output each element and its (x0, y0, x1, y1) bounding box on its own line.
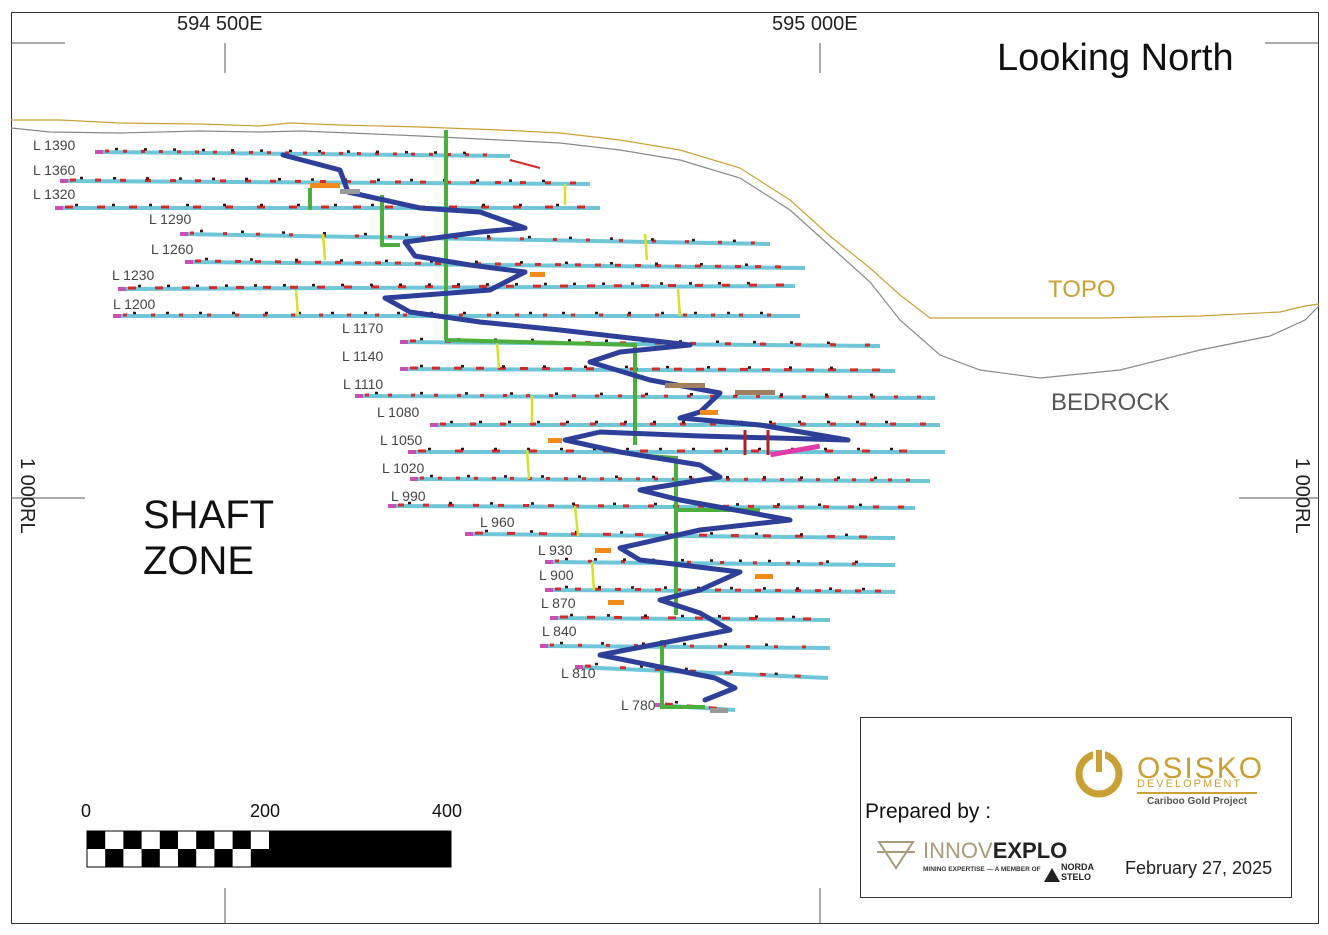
crosscut-raise (321, 233, 327, 261)
ore-intercepts (549, 643, 821, 649)
bedrock-line (10, 127, 1320, 379)
zone-label-line1: SHAFT (143, 493, 275, 537)
drift-line (539, 644, 831, 650)
scale-bar-solid (269, 831, 451, 867)
ore-intercepts (559, 615, 821, 621)
drift-line (179, 232, 771, 246)
scale-tick-200: 200 (250, 801, 281, 821)
level-label: L 990 (391, 488, 426, 504)
ore-intercepts (127, 283, 786, 290)
innovexplo-name: INNOVEXPLO (923, 838, 1067, 864)
level-label: L 1200 (113, 296, 156, 312)
ore-intercepts-dark (419, 364, 866, 370)
level-label: L 1230 (112, 267, 155, 283)
level-label: L 1050 (380, 432, 423, 448)
ore-intercepts (474, 531, 886, 539)
level-label: L 1390 (33, 137, 76, 153)
scale-bar-cell (232, 831, 251, 849)
osisko-sub: DEVELOPMENT (1137, 778, 1243, 790)
topo-line (11, 119, 1320, 319)
scale-bar-cell (87, 831, 106, 849)
level-label: L 1320 (33, 186, 76, 202)
project-name: Cariboo Gold Project (1147, 796, 1248, 807)
ore-intercepts (554, 559, 886, 566)
ore-intercepts-dark (569, 613, 801, 619)
ore-intercepts (364, 393, 926, 399)
ore-intercepts (419, 476, 921, 482)
drift-line (409, 477, 931, 483)
ore-intercepts (397, 503, 906, 509)
level-label: L 1140 (342, 348, 384, 364)
crosscut-raise (294, 289, 300, 317)
innovexplo-part-a: INNOV (923, 838, 993, 863)
scale-bar-cell (105, 849, 124, 867)
scale-bar-cell (214, 849, 233, 867)
scale-bar-cell (250, 849, 269, 867)
drift-line (574, 665, 829, 680)
easting-label-594500: 594 500E (177, 13, 263, 35)
zone-label-line2: ZONE (143, 539, 255, 583)
level-label: L 1080 (377, 404, 420, 420)
crosscut-raise (643, 233, 649, 261)
ore-intercepts (554, 587, 886, 593)
accents (310, 159, 821, 713)
scale-bar-cell (178, 849, 197, 867)
drift-line (94, 150, 511, 158)
level-label: L 780 (621, 697, 656, 713)
ore-intercepts-dark (484, 529, 866, 537)
level-label: L 1020 (382, 460, 425, 476)
innovexplo-part-b: EXPLO (992, 838, 1068, 863)
level-label: L 1110 (343, 376, 384, 392)
map-frame (11, 12, 1319, 924)
ore-intercepts-dark (137, 281, 766, 288)
scale-bar-cell (196, 831, 215, 849)
level-label: L 810 (561, 665, 596, 681)
scale-bar-cell (141, 849, 160, 867)
level-label: L 1360 (33, 162, 76, 178)
ramp (280, 152, 851, 703)
prepared-by-label: Prepared by : (865, 800, 992, 823)
norda-line: NORDA (1061, 862, 1094, 872)
zone-label: SHAFT ZONE (143, 492, 274, 584)
innovexplo-tagline: MINING EXPERTISE — A MEMBER OF (923, 866, 1041, 873)
bedrock-label: BEDROCK (1051, 389, 1170, 416)
crosscut-raise (525, 449, 531, 480)
scale-tick-400: 400 (432, 801, 463, 821)
level-label: L 960 (480, 514, 515, 530)
norda-stelo-name: NORDA STELO (1061, 862, 1094, 882)
crosscut-raise (495, 341, 501, 369)
level-label: L 840 (542, 623, 577, 639)
scale-tick-0: 0 (81, 801, 92, 821)
drift-line (354, 394, 936, 400)
innovexplo-logo-icon (877, 841, 915, 870)
level-label: L 1170 (342, 320, 384, 336)
level-label: L 1260 (151, 241, 194, 257)
osisko-rule (1137, 792, 1257, 794)
crosscut-raise (676, 288, 682, 317)
ore-intercepts (69, 178, 581, 185)
osisko-name: OSISKO (1137, 752, 1265, 785)
level-label: L 1290 (149, 211, 192, 227)
ore-intercepts (194, 259, 796, 269)
scale-bar-cell (123, 831, 142, 849)
ore-intercepts-dark (114, 147, 481, 155)
easting-label-595000: 595 000E (772, 13, 858, 35)
topo-label: TOPO (1048, 276, 1116, 303)
stelo-line: STELO (1061, 872, 1092, 882)
title-block: OSISKO DEVELOPMENT Cariboo Gold Project … (860, 717, 1292, 898)
norda-stelo-logo-icon (1044, 868, 1060, 882)
scale-bar-cell (159, 831, 178, 849)
view-title: Looking North (997, 37, 1234, 79)
crosscut-raise (590, 561, 596, 591)
crosscut-raise (573, 505, 580, 537)
osisko-logo-icon (1075, 748, 1123, 798)
level-label: L 870 (541, 595, 576, 611)
issue-date: February 27, 2025 (1125, 858, 1273, 878)
ore-intercepts (584, 664, 819, 679)
level-label: L 900 (539, 567, 574, 583)
level-label: L 930 (538, 542, 573, 558)
